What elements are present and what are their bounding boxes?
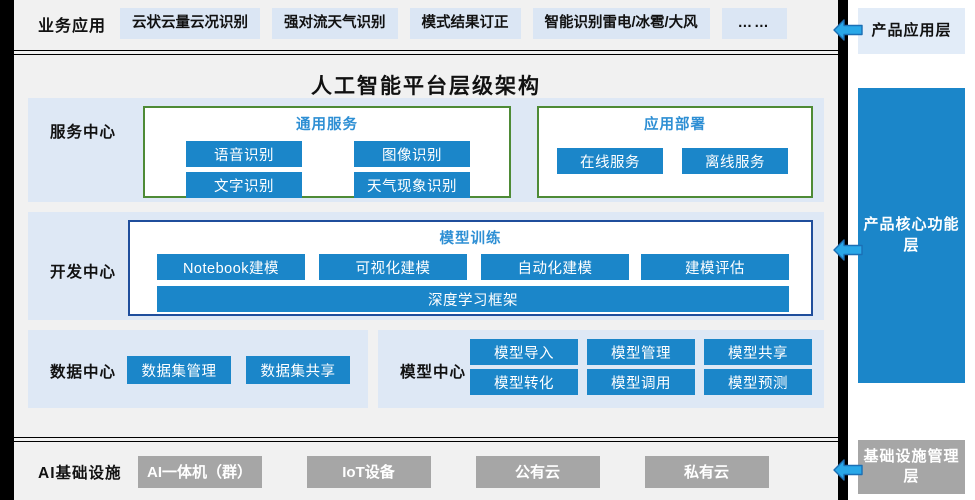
platform-title: 人工智能平台层级架构 xyxy=(311,75,541,98)
data-item-dataset-sharing[interactable]: 数据集共享 xyxy=(246,356,350,384)
dev-item-visual-modeling[interactable]: 可视化建模 xyxy=(319,254,467,280)
dev-item-deep-learning-framework[interactable]: 深度学习框架 xyxy=(157,286,789,312)
service-item-text-recognition[interactable]: 文字识别 xyxy=(186,172,302,198)
service-item-image-recognition[interactable]: 图像识别 xyxy=(354,141,470,167)
infra-item-iot-device[interactable]: IoT设备 xyxy=(306,455,431,488)
infra-item-private-cloud[interactable]: 私有云 xyxy=(644,455,769,488)
dev-item-notebook-modeling[interactable]: Notebook建模 xyxy=(157,254,305,280)
service-item-speech-recognition[interactable]: 语音识别 xyxy=(186,141,302,167)
business-application-label: 业务应用 xyxy=(38,17,107,35)
business-chip-more[interactable]: …… xyxy=(721,8,787,39)
service-item-online-service[interactable]: 在线服务 xyxy=(557,148,663,174)
business-chip-convective-weather[interactable]: 强对流天气识别 xyxy=(272,8,398,39)
platform-container: 人工智能平台层级架构 服务中心 通用服务 语音识别 图像识别 文字识别 天气现象… xyxy=(14,56,838,436)
layer-sidebar: 产品应用层 产品核心功能层 基础设施管理层 xyxy=(848,0,975,500)
left-arrow-icon-application xyxy=(833,16,863,44)
infrastructure-label: AI基础设施 xyxy=(38,464,122,482)
development-center-label: 开发中心 xyxy=(50,264,117,281)
business-application-row: 业务应用 云状云量云况识别 强对流天气识别 模式结果订正 智能识别雷电/冰雹/大… xyxy=(14,0,838,47)
general-services-title: 通用服务 xyxy=(296,117,358,133)
model-item-import[interactable]: 模型导入 xyxy=(470,339,578,365)
service-center-label: 服务中心 xyxy=(50,124,117,141)
infrastructure-row: AI基础设施 AI一体机（群） IoT设备 公有云 私有云 xyxy=(14,443,838,500)
model-item-conversion[interactable]: 模型转化 xyxy=(470,369,578,395)
business-chip-cloud-recognition[interactable]: 云状云量云况识别 xyxy=(120,8,261,39)
left-rail xyxy=(0,0,14,500)
model-item-invocation[interactable]: 模型调用 xyxy=(587,369,695,395)
sidebar-layer-core-function: 产品核心功能层 xyxy=(858,88,965,383)
infra-item-public-cloud[interactable]: 公有云 xyxy=(475,455,600,488)
business-chip-severe-weather[interactable]: 智能识别雷电/冰雹/大风 xyxy=(532,8,710,39)
application-deployment-title: 应用部署 xyxy=(644,117,706,133)
infra-item-ai-appliance[interactable]: AI一体机（群） xyxy=(137,455,262,488)
sidebar-layer-infrastructure: 基础设施管理层 xyxy=(858,440,965,494)
sidebar-layer-application: 产品应用层 xyxy=(858,8,965,54)
model-center-label: 模型中心 xyxy=(400,364,467,381)
dev-item-modeling-evaluation[interactable]: 建模评估 xyxy=(641,254,789,280)
data-item-dataset-management[interactable]: 数据集管理 xyxy=(127,356,231,384)
model-item-sharing[interactable]: 模型共享 xyxy=(704,339,812,365)
model-training-title: 模型训练 xyxy=(439,231,502,247)
dev-item-automated-modeling[interactable]: 自动化建模 xyxy=(481,254,629,280)
business-chip-model-correction[interactable]: 模式结果订正 xyxy=(409,8,521,39)
left-arrow-icon-infrastructure xyxy=(833,456,863,484)
model-item-management[interactable]: 模型管理 xyxy=(587,339,695,365)
service-item-offline-service[interactable]: 离线服务 xyxy=(682,148,788,174)
left-arrow-icon-core xyxy=(833,236,863,264)
data-center-label: 数据中心 xyxy=(50,364,117,381)
bottom-divider-upper xyxy=(14,437,838,438)
bottom-divider-lower xyxy=(14,441,838,442)
model-item-prediction[interactable]: 模型预测 xyxy=(704,369,812,395)
service-item-weather-phenomenon-recognition[interactable]: 天气现象识别 xyxy=(354,172,470,198)
top-divider-lower xyxy=(14,54,838,55)
top-divider-upper xyxy=(14,50,838,51)
